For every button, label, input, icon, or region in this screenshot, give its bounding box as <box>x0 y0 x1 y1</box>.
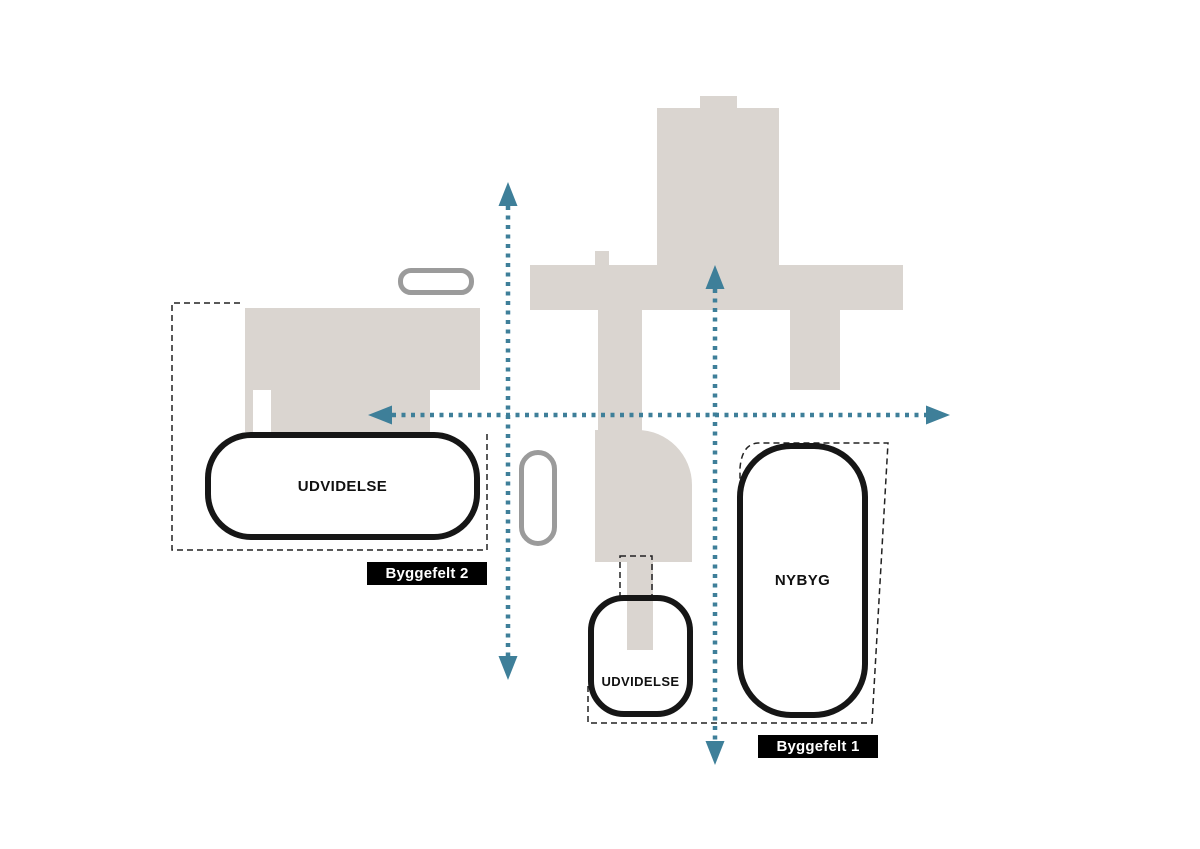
capsule-outline-mid <box>519 450 557 546</box>
udvidelse-west-box: UDVIDELSE <box>205 432 480 540</box>
byggefelt-2-tag: Byggefelt 2 <box>367 562 487 585</box>
byggefelt-2-label: Byggefelt 2 <box>385 565 469 582</box>
arrowhead-down-icon <box>498 656 518 680</box>
byggefelt-1-tag: Byggefelt 1 <box>758 735 878 758</box>
byggefelt-1-label: Byggefelt 1 <box>776 738 860 755</box>
building-west-lower <box>245 388 430 432</box>
capsule-outline-north <box>398 268 474 295</box>
arrowhead-up-icon <box>498 182 518 206</box>
udvidelse-west-label: UDVIDELSE <box>297 477 388 495</box>
building-right-leg <box>790 310 840 390</box>
site-axis-vertical-arrow-left <box>498 182 518 680</box>
building-west-upper <box>245 308 480 390</box>
building-left-leg <box>598 310 642 432</box>
building-mid-south <box>595 430 692 562</box>
nybyg-box: NYBYG <box>737 443 868 718</box>
arrowhead-down-icon <box>705 741 725 765</box>
building-west-notch <box>253 390 271 432</box>
building-cross-wing <box>530 265 903 310</box>
building-top-notch <box>700 96 737 110</box>
building-wing-notch <box>595 251 609 267</box>
udvidelse-south-box: UDVIDELSE <box>588 595 693 717</box>
udvidelse-south-label: UDVIDELSE <box>601 674 680 689</box>
site-axis-vertical-arrow-right <box>705 265 725 765</box>
site-axis-horizontal-arrow <box>368 405 950 425</box>
arrowhead-right-icon <box>926 405 950 425</box>
nybyg-label: NYBYG <box>774 572 831 589</box>
